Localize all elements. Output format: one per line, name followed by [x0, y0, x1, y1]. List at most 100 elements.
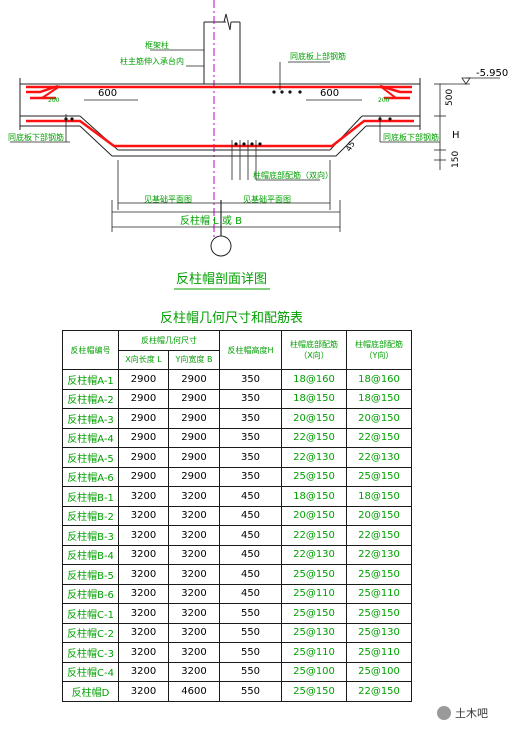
header-rebar-x: 柱帽底部配筋（X向）	[281, 330, 347, 370]
dim-500: 500	[445, 89, 455, 106]
cell-x-length: 3200	[118, 622, 169, 643]
cell-x-length: 3200	[118, 564, 169, 585]
cell-y-width: 3200	[168, 544, 220, 565]
cell-height: 550	[219, 642, 282, 663]
cell-name: 反柱帽C-4	[62, 661, 119, 682]
cell-rebar-x: 22@150	[281, 427, 347, 448]
cell-rebar-y: 18@150	[346, 388, 412, 409]
watermark-logo-icon	[437, 706, 451, 720]
cell-rebar-x: 18@150	[281, 486, 347, 507]
watermark: 土木吧	[437, 705, 488, 721]
cell-rebar-y: 25@150	[346, 564, 412, 585]
cell-height: 350	[219, 466, 282, 487]
dim-200-left: 200	[48, 97, 60, 104]
cell-rebar-y: 25@100	[346, 661, 412, 682]
cell-y-width: 3200	[168, 661, 220, 682]
cell-rebar-x: 20@150	[281, 408, 347, 429]
cell-x-length: 2900	[118, 388, 169, 409]
cell-y-width: 3200	[168, 525, 220, 546]
cell-x-length: 3200	[118, 661, 169, 682]
cell-rebar-y: 22@130	[346, 544, 412, 565]
cell-y-width: 3200	[168, 642, 220, 663]
cell-x-length: 3200	[118, 544, 169, 565]
cell-name: 反柱帽C-2	[62, 622, 119, 643]
cell-y-width: 3200	[168, 564, 220, 585]
cell-height: 450	[219, 564, 282, 585]
cell-height: 450	[219, 486, 282, 507]
header-geom: 反柱帽几何尺寸	[118, 330, 220, 351]
cell-rebar-y: 20@150	[346, 505, 412, 526]
dim-200-right: 200	[378, 97, 390, 104]
cell-rebar-x: 25@110	[281, 583, 347, 604]
cell-rebar-y: 22@150	[346, 525, 412, 546]
cell-rebar-y: 22@150	[346, 681, 412, 702]
section-title: 反柱帽剖面详图	[176, 271, 267, 287]
dim-150: 150	[451, 151, 461, 168]
label-elevation: -5.950	[476, 68, 508, 79]
cell-rebar-x: 25@130	[281, 622, 347, 643]
label-column-2: 柱主筋伸入承台内	[120, 56, 184, 66]
axis-bubble	[210, 235, 232, 257]
label-cap-bottom-rebar: 柱帽底部配筋（双向）	[253, 170, 333, 180]
header-rebar-y: 柱帽底部配筋 （Y向）	[346, 330, 412, 370]
dimension-lines	[84, 77, 500, 232]
cell-rebar-y: 25@110	[346, 583, 412, 604]
angle-label: 45	[344, 140, 357, 153]
cell-height: 450	[219, 525, 282, 546]
cell-height: 450	[219, 544, 282, 565]
cell-name: 反柱帽A-3	[62, 408, 119, 429]
diagonal-rebar	[41, 85, 397, 99]
cell-y-width: 2900	[168, 369, 220, 390]
cell-rebar-y: 18@160	[346, 369, 412, 390]
header-rebar-y-2: （Y向）	[364, 351, 394, 360]
dim-600-right: 600	[320, 88, 339, 99]
cell-height: 550	[219, 603, 282, 624]
cell-rebar-x: 22@150	[281, 525, 347, 546]
cell-y-width: 2900	[168, 427, 220, 448]
cell-y-width: 4600	[168, 681, 220, 702]
cell-rebar-y: 25@150	[346, 466, 412, 487]
cell-name: 反柱帽A-5	[62, 447, 119, 468]
label-base-plane-1: 见基础平面图	[144, 194, 192, 204]
cell-y-width: 3200	[168, 622, 220, 643]
header-rebar-x-2: （X向）	[299, 351, 329, 360]
cell-rebar-x: 20@150	[281, 505, 347, 526]
cell-y-width: 3200	[168, 603, 220, 624]
cell-y-width: 2900	[168, 388, 220, 409]
cell-x-length: 2900	[118, 466, 169, 487]
table-title: 反柱帽几何尺寸和配筋表	[160, 310, 303, 326]
cell-x-length: 3200	[118, 603, 169, 624]
cell-rebar-y: 22@130	[346, 447, 412, 468]
cell-y-width: 2900	[168, 408, 220, 429]
cell-name: 反柱帽B-6	[62, 583, 119, 604]
header-x-length: X向长度 L	[118, 349, 169, 370]
cell-height: 350	[219, 408, 282, 429]
cell-x-length: 2900	[118, 447, 169, 468]
cell-rebar-y: 25@150	[346, 603, 412, 624]
cell-name: 反柱帽B-4	[62, 544, 119, 565]
cell-rebar-x: 25@150	[281, 603, 347, 624]
cell-y-width: 3200	[168, 486, 220, 507]
rebar-table-container: 反柱帽编号 反柱帽几何尺寸 反柱帽高度H 柱帽底部配筋（X向） 柱帽底部配筋（Y…	[62, 330, 412, 702]
label-cap-size: 反柱帽 L 或 B	[180, 214, 242, 227]
cell-height: 350	[219, 369, 282, 390]
header-rebar-y-1: 柱帽底部配筋	[355, 340, 403, 349]
header-y-width: Y向宽度 B	[168, 349, 220, 370]
cell-height: 550	[219, 622, 282, 643]
watermark-text: 土木吧	[455, 707, 488, 720]
cell-rebar-y: 25@110	[346, 642, 412, 663]
cell-height: 350	[219, 427, 282, 448]
label-base-plane-2: 见基础平面图	[243, 194, 291, 204]
cell-x-length: 3200	[118, 681, 169, 702]
top-rebar	[26, 84, 414, 148]
